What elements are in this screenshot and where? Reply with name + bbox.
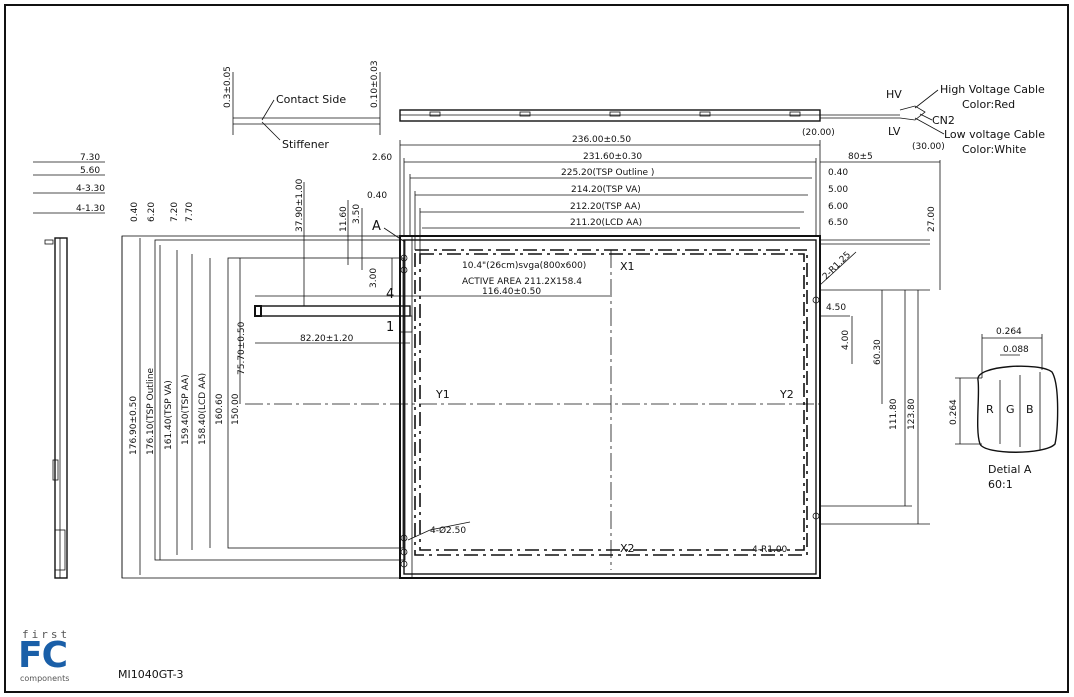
dim-211: 211.20(LCD AA): [570, 218, 642, 228]
dim-thickness-010: 0.10±0.03: [370, 60, 380, 108]
label-y1: Y1: [435, 388, 450, 401]
dim-det-088: 0.088: [1003, 345, 1029, 355]
drawing-border: [4, 4, 1069, 693]
dim-15000: 150.00: [231, 393, 241, 425]
dim-30: (30.00): [912, 142, 945, 152]
dim-v720: 7.20: [170, 202, 180, 222]
dim-v040: 0.40: [130, 202, 140, 222]
label-y2: Y2: [779, 388, 794, 401]
dim-130: 4-1.30: [76, 204, 105, 214]
dim-16060: 160.60: [215, 393, 225, 425]
dim-11180: 111.80: [889, 398, 899, 430]
dim-v620: 6.20: [147, 202, 157, 222]
dim-11640: 116.40±0.50: [482, 287, 541, 297]
logo-fc: FC: [18, 635, 68, 676]
dim-730: 7.30: [80, 153, 100, 163]
label-point-a: A: [372, 219, 381, 234]
label-contact-side: Contact Side: [276, 93, 346, 106]
label-lv: LV: [888, 125, 901, 138]
dims-horizontal: 236.00±0.50 231.60±0.30 225.20(TSP Outli…: [255, 135, 941, 344]
label-r: R: [986, 403, 994, 416]
label-hole-note: 4-Ø2.50: [430, 525, 466, 536]
dim-17610: 176.10(TSP Outline: [146, 367, 156, 455]
label-stiffener: Stiffener: [282, 138, 329, 151]
label-detail-title: Detial A: [988, 463, 1032, 476]
dim-v770: 7.70: [185, 202, 195, 222]
dim-236: 236.00±0.50: [572, 135, 631, 145]
dim-350: 3.50: [352, 204, 362, 224]
dim-8220: 82.20±1.20: [300, 334, 354, 344]
dim-7570: 75.70±0.50: [237, 321, 247, 375]
label-lv-cable: Low voltage Cable: [944, 128, 1045, 141]
dim-6030: 60.30: [873, 339, 883, 365]
label-g: G: [1006, 403, 1015, 416]
dim-17690: 176.90±0.50: [129, 396, 139, 455]
label-x1: X1: [620, 260, 635, 273]
dim-225: 225.20(TSP Outline ): [561, 168, 654, 178]
label-detail-scale: 60:1: [988, 478, 1013, 491]
dim-12380: 123.80: [907, 398, 917, 430]
label-radius-note: 2-R1.25: [821, 250, 853, 282]
dim-300: 3.00: [369, 268, 379, 288]
dim-3790: 37.90±1.00: [295, 178, 305, 232]
dim-15840: 158.40(LCD AA): [198, 373, 208, 445]
dim-231: 231.60±0.30: [583, 152, 642, 162]
dim-330: 4-3.30: [76, 184, 105, 194]
dim-560: 5.60: [80, 166, 100, 176]
dims-vertical: 176.90±0.50 176.10(TSP Outline 161.40(TS…: [121, 178, 393, 578]
label-active-area: ACTIVE AREA 211.2X158.4: [462, 277, 582, 287]
logo-components-text: components: [20, 674, 70, 683]
label-panel-desc: 10.4"(26cm)svga(800x600): [462, 261, 586, 271]
detail-a: R G B 0.264 0.088 0.264 Detial A 60:1: [949, 327, 1059, 491]
logo-first-text: first: [22, 628, 71, 641]
dim-r650: 6.50: [828, 218, 848, 228]
dim-r500: 5.00: [828, 185, 848, 195]
side-view-left: 7.30 5.60 4-3.30 4-1.30: [33, 153, 105, 579]
dim-16140: 161.40(TSP VA): [164, 380, 174, 450]
dim-20: (20.00): [802, 128, 835, 138]
dim-040b: 0.40: [367, 191, 387, 201]
dim-r040: 0.40: [828, 168, 848, 178]
label-cn2: CN2: [932, 114, 955, 127]
dim-260: 2.60: [372, 153, 392, 163]
dim-v400: 4.00: [841, 330, 851, 350]
label-hv: HV: [886, 88, 902, 101]
dim-det-264: 0.264: [996, 327, 1022, 337]
label-hv-cable: High Voltage Cable: [940, 83, 1045, 96]
dim-80: 80±5: [848, 152, 873, 162]
model-number: MI1040GT-3: [118, 668, 184, 681]
label-hv-color: Color:Red: [962, 98, 1015, 111]
side-view-top: 0.3±0.05 0.10±0.03 Contact Side Stiffene…: [223, 60, 1045, 156]
dim-15940: 159.40(TSP AA): [181, 374, 191, 445]
dims-vertical-right: 4.00 60.30 111.80 123.80: [820, 289, 930, 525]
dim-450: 4.50: [826, 303, 846, 313]
label-pin-1: 1: [386, 320, 394, 335]
dim-212: 212.20(TSP AA): [570, 202, 641, 212]
dim-1160: 11.60: [339, 206, 349, 232]
label-pin-4: 4: [386, 287, 394, 302]
dim-214: 214.20(TSP VA): [571, 185, 641, 195]
dim-2700: 27.00: [927, 206, 937, 232]
dim-r600: 6.00: [828, 202, 848, 212]
label-b: B: [1026, 403, 1034, 416]
label-lv-color: Color:White: [962, 143, 1026, 156]
label-x2: X2: [620, 542, 635, 555]
dim-thickness-003: 0.3±0.05: [223, 66, 233, 108]
dim-det-264v: 0.264: [949, 399, 959, 425]
label-corner-note: 4-R1.00: [752, 545, 788, 555]
